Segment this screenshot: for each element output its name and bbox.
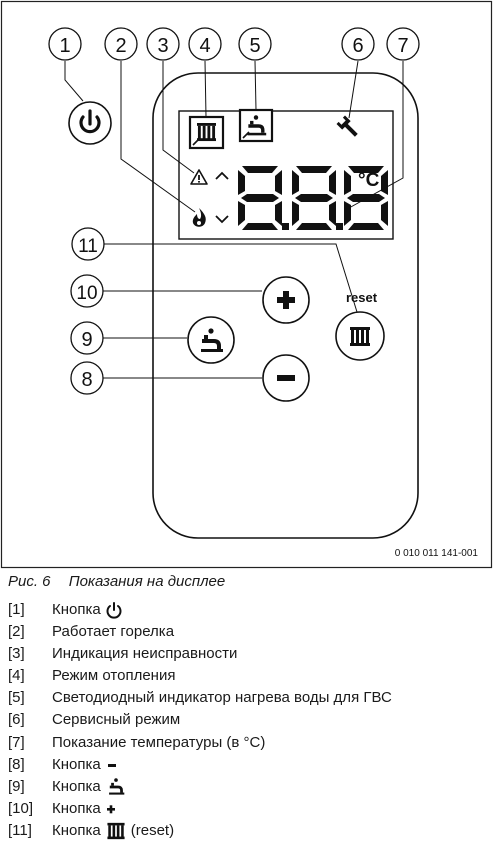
- legend-number: [10]: [8, 799, 34, 817]
- legend-text: Кнопка: [52, 601, 101, 618]
- arrow-down-icon: [215, 215, 229, 224]
- svg-text:7: 7: [397, 35, 408, 57]
- legend-suffix: (reset): [130, 821, 175, 839]
- temperature-unit: °C: [358, 170, 380, 191]
- control-panel-diagram: °C reset: [0, 0, 493, 569]
- legend-item: [3] Индикация неисправности: [8, 643, 392, 665]
- tap-water-icon: [108, 778, 125, 795]
- legend-text: Светодиодный индикатор нагрева воды для …: [52, 689, 392, 707]
- legend-text: Кнопка: [52, 777, 101, 795]
- decimal-point: [282, 223, 289, 230]
- legend-item: [6] Сервисный режим: [8, 709, 392, 731]
- legend-item: [10] Кнопка: [8, 798, 392, 820]
- callout-11: 11: [71, 227, 105, 261]
- legend-number: [8]: [8, 755, 25, 773]
- legend-list: [1] Кнопка [2] Работает горелка [3] Инди…: [8, 599, 392, 842]
- plus-icon: [106, 805, 115, 814]
- power-icon: [106, 602, 122, 619]
- minus-icon: [107, 763, 116, 767]
- legend-number: [2]: [8, 623, 25, 641]
- figure-caption: Рис. 6 Показания на дисплее: [8, 573, 225, 590]
- legend-number: [4]: [8, 667, 25, 685]
- legend-number: [5]: [8, 689, 25, 707]
- callout-8: 8: [70, 361, 104, 395]
- decimal-point: [336, 223, 343, 230]
- legend-number: [1]: [8, 601, 25, 618]
- legend-number: [9]: [8, 777, 25, 795]
- radiator-icon: [107, 822, 125, 840]
- temperature-readout: [238, 166, 388, 230]
- svg-text:11: 11: [78, 236, 98, 257]
- callout-6: 6: [341, 27, 375, 61]
- minus-button[interactable]: [262, 354, 310, 402]
- callout-4: 4: [188, 27, 222, 61]
- power-button[interactable]: [68, 101, 112, 145]
- legend-text: Работает горелка: [52, 623, 175, 641]
- legend-text: Показание температуры (в °C): [52, 733, 266, 751]
- legend-item: [8] Кнопка: [8, 754, 392, 776]
- legend-item: [9] Кнопка: [8, 776, 392, 798]
- callout-5: 5: [238, 27, 272, 61]
- svg-text:10: 10: [76, 283, 97, 304]
- legend-number: [7]: [8, 733, 25, 751]
- tap-water-icon: [238, 108, 274, 143]
- arrow-up-icon: [215, 171, 229, 180]
- svg-text:9: 9: [81, 329, 92, 351]
- callout-leaders: [64, 60, 404, 379]
- svg-text:6: 6: [352, 35, 363, 57]
- legend-text: Индикация неисправности: [52, 645, 238, 663]
- minus-icon: [277, 375, 295, 381]
- legend-text: Сервисный режим: [52, 711, 181, 729]
- legend-item: [2] Работает горелка: [8, 621, 392, 643]
- heating-reset-button[interactable]: [335, 311, 385, 361]
- legend-text: Кнопка: [52, 755, 101, 773]
- svg-text:8: 8: [81, 369, 92, 391]
- legend-item: [4] Режим отопления: [8, 665, 392, 687]
- legend-text: Кнопка: [52, 799, 101, 817]
- callout-10: 10: [70, 274, 104, 308]
- legend-item: [7] Показание температуры (в °C): [8, 732, 392, 754]
- legend-text: Режим отопления: [52, 667, 176, 685]
- legend-number: [6]: [8, 711, 25, 729]
- figure-title: Показания на дисплее: [68, 573, 226, 590]
- svg-text:2: 2: [115, 35, 126, 57]
- callout-1: 1: [48, 27, 82, 61]
- figure-frame: [0, 0, 493, 569]
- figure-number: Рис. 6: [8, 573, 51, 590]
- svg-text:3: 3: [157, 35, 168, 57]
- plus-button[interactable]: [262, 276, 310, 324]
- plus-icon: [277, 291, 295, 309]
- legend-text: Кнопка: [52, 821, 101, 839]
- legend-number: [11]: [8, 821, 32, 839]
- radiator-icon: [188, 115, 225, 150]
- legend-item: [1] Кнопка: [8, 599, 392, 621]
- power-icon: [79, 115, 101, 134]
- callout-9: 9: [70, 321, 104, 355]
- hot-water-button[interactable]: [187, 316, 235, 364]
- warning-icon: [190, 169, 208, 185]
- svg-text:5: 5: [249, 35, 260, 57]
- svg-text:4: 4: [199, 35, 210, 57]
- flame-icon: [192, 208, 206, 227]
- legend-number: [3]: [8, 645, 25, 663]
- legend-item: [5] Светодиодный индикатор нагрева воды …: [8, 687, 392, 709]
- callout-3: 3: [146, 27, 180, 61]
- svg-text:1: 1: [59, 35, 70, 57]
- legend-item: [11] Кнопка (reset): [8, 820, 392, 842]
- callout-2: 2: [104, 27, 138, 61]
- callout-7: 7: [386, 27, 420, 61]
- figure-id-code: 0 010 011 141-001: [395, 548, 479, 559]
